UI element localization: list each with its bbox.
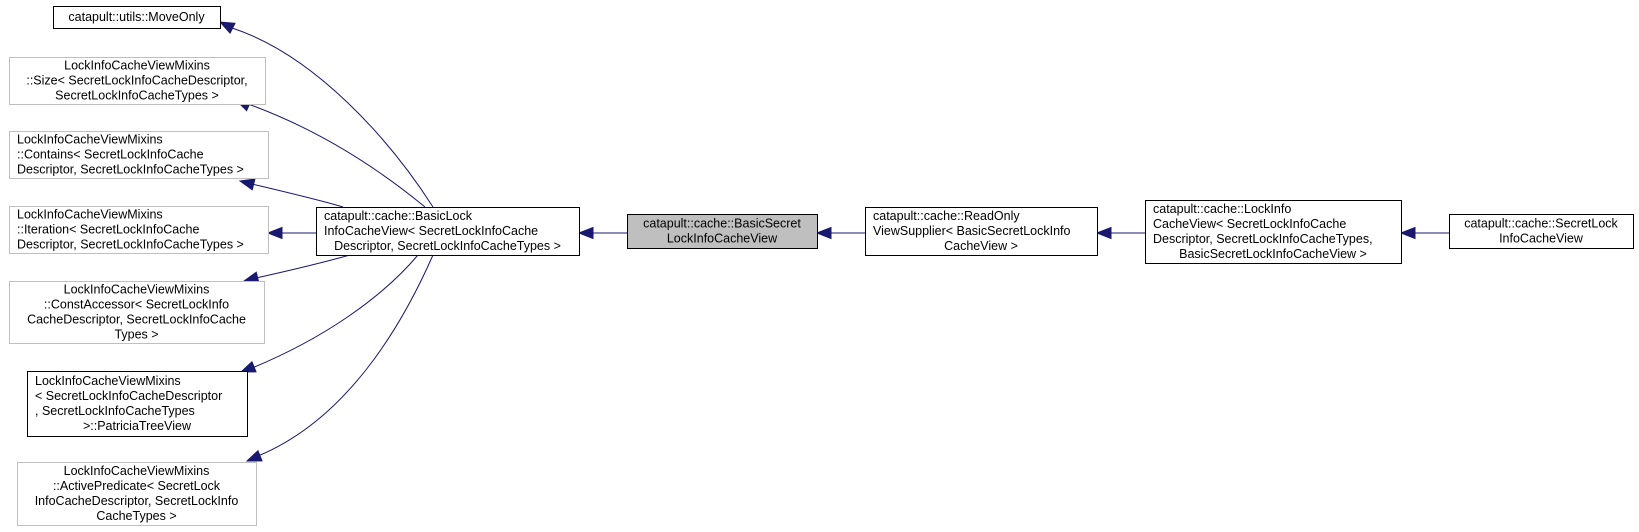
node-label-line: , SecretLockInfoCacheTypes: [35, 404, 195, 418]
edge-arrowhead: [218, 21, 236, 35]
edge-secretlock-to-lockinfocacheview: [1399, 226, 1449, 240]
node-label-line: catapult::utils::MoveOnly: [68, 10, 205, 24]
node-label-line: LockInfoCacheViewMixins: [64, 283, 210, 297]
edge-basiclock-to-moveonly: [218, 21, 434, 208]
node-label-line: LockInfoCacheViewMixins: [17, 208, 163, 222]
node-label-line: catapult::cache::LockInfo: [1153, 202, 1291, 216]
node-label-line: LockInfoCacheViewMixins: [17, 133, 163, 147]
edge-arrowhead: [245, 449, 263, 462]
nodes-layer: catapult::utils::MoveOnlyLockInfoCacheVi…: [9, 6, 1634, 526]
node-label-line: Descriptor, SecretLockInfoCacheTypes >: [334, 239, 561, 253]
node-label-line: ViewSupplier< BasicSecretLockInfo: [873, 224, 1070, 238]
node-label-line: < SecretLockInfoCacheDescriptor: [35, 389, 222, 403]
node-box: [865, 207, 1098, 256]
node-label-line: InfoCacheDescriptor, SecretLockInfo: [35, 494, 239, 508]
node-label-line: CacheTypes >: [96, 509, 176, 523]
edge-basiclock-to-constaccessor: [242, 254, 351, 284]
node-label-line: LockInfoCacheView: [667, 232, 778, 246]
node-label-line: ::ConstAccessor< SecretLockInfo: [44, 298, 229, 312]
edge-readonly-to-basicsecret: [815, 226, 865, 240]
node-box: [9, 131, 269, 179]
edge-basiclock-to-activepredicate: [245, 254, 434, 462]
class-node-moveonly[interactable]: catapult::utils::MoveOnly: [53, 6, 221, 29]
edge-arrowhead: [1095, 226, 1112, 240]
node-label-line: catapult::cache::SecretLock: [1464, 217, 1618, 231]
node-label-line: LockInfoCacheViewMixins: [64, 464, 210, 478]
node-label-line: InfoCacheView: [1499, 232, 1584, 246]
node-label-line: CacheView< SecretLockInfoCache: [1153, 217, 1346, 231]
node-label-line: catapult::cache::ReadOnly: [873, 209, 1020, 223]
edge-lockinfocacheview-to-readonly: [1095, 226, 1145, 240]
edge-line: [257, 254, 434, 457]
edge-arrowhead: [1399, 226, 1416, 240]
class-node-secretlock[interactable]: catapult::cache::SecretLockInfoCacheView: [1449, 214, 1634, 249]
class-node-activepredicate: LockInfoCacheViewMixins::ActivePredicate…: [17, 462, 257, 526]
node-label-line: Descriptor, SecretLockInfoCacheTypes >: [17, 238, 244, 252]
node-label-line: LockInfoCacheViewMixins: [35, 374, 181, 388]
node-label-line: InfoCacheView< SecretLockInfoCache: [324, 224, 538, 238]
class-node-constaccessor: LockInfoCacheViewMixins::ConstAccessor< …: [9, 281, 265, 344]
node-label-line: ::Size< SecretLockInfoCacheDescriptor,: [26, 74, 247, 88]
node-label-line: ::Contains< SecretLockInfoCache: [17, 148, 204, 162]
class-node-basicsecret[interactable]: catapult::cache::BasicSecretLockInfoCach…: [627, 214, 818, 249]
node-label-line: SecretLockInfoCacheTypes >: [55, 89, 219, 103]
class-node-iteration: LockInfoCacheViewMixins::Iteration< Secr…: [9, 206, 269, 254]
node-label-line: Descriptor, SecretLockInfoCacheTypes,: [1153, 232, 1373, 246]
edge-arrowhead: [266, 226, 283, 240]
node-label-line: CacheView >: [944, 239, 1018, 253]
node-label-line: catapult::cache::BasicLock: [324, 209, 473, 223]
node-box: [316, 207, 580, 256]
node-label-line: Descriptor, SecretLockInfoCacheTypes >: [17, 163, 244, 177]
node-label-line: ::ActivePredicate< SecretLock: [53, 479, 221, 493]
edge-basicsecret-to-basiclock: [577, 226, 627, 240]
edge-basiclock-to-contains: [238, 178, 344, 208]
node-box: [9, 206, 269, 254]
node-box: [9, 281, 265, 344]
edge-arrowhead: [239, 360, 257, 373]
edge-arrowhead: [815, 226, 832, 240]
node-box: [1449, 214, 1634, 249]
node-label-line: >::PatriciaTreeView: [83, 419, 192, 433]
edge-line: [247, 103, 426, 208]
node-box: [627, 214, 818, 249]
node-box: [27, 371, 248, 437]
class-node-contains: LockInfoCacheViewMixins::Contains< Secre…: [9, 131, 269, 179]
edge-line: [255, 254, 351, 279]
class-node-lockinfocacheview[interactable]: catapult::cache::LockInfoCacheView< Secr…: [1145, 200, 1402, 264]
node-box: [9, 57, 266, 105]
node-label-line: BasicSecretLockInfoCacheView >: [1179, 247, 1367, 261]
node-box: [17, 462, 257, 526]
edge-basiclock-to-iteration: [266, 226, 316, 240]
node-label-line: CacheDescriptor, SecretLockInfoCache: [27, 313, 246, 327]
edge-arrowhead: [238, 178, 256, 191]
node-box: [53, 6, 221, 29]
edge-line: [251, 183, 344, 208]
class-node-basiclock[interactable]: catapult::cache::BasicLockInfoCacheView<…: [316, 207, 580, 256]
node-label-line: catapult::cache::BasicSecret: [643, 217, 801, 231]
node-box: [1145, 200, 1402, 264]
class-node-patricia[interactable]: LockInfoCacheViewMixins< SecretLockInfoC…: [27, 371, 248, 437]
node-label-line: Types >: [114, 328, 158, 342]
edge-basiclock-to-patricia: [239, 254, 419, 373]
class-node-size: LockInfoCacheViewMixins::Size< SecretLoc…: [9, 57, 266, 105]
edge-line: [231, 27, 434, 208]
node-label-line: LockInfoCacheViewMixins: [64, 59, 210, 73]
node-label-line: ::Iteration< SecretLockInfoCache: [17, 223, 199, 237]
edge-line: [251, 254, 419, 369]
edge-arrowhead: [577, 226, 594, 240]
